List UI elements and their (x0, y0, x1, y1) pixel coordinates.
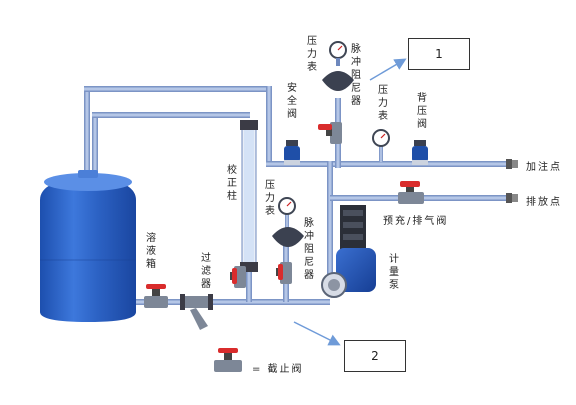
ball-valve-damper-low (276, 262, 292, 284)
label-calibration-column: 校正柱 (227, 165, 237, 202)
metering-pump (321, 205, 376, 298)
legend-valve-icon (214, 348, 242, 372)
label-drain-point: 排放点 (526, 197, 562, 208)
label-prime-vent-valve: 预充/排气阀 (383, 216, 449, 227)
solution-tank (40, 170, 136, 322)
y-filter (180, 294, 213, 330)
label-injection-point: 加注点 (526, 162, 562, 173)
label-back-pressure-valve: 背压阀 (417, 93, 427, 130)
label-tank: 溶液箱 (146, 233, 156, 270)
calibration-column (240, 120, 258, 302)
label-gauge-mid: 压力表 (378, 85, 388, 122)
safety-valve (284, 140, 300, 165)
pulse-damper-low (272, 227, 304, 247)
drain-nozzle (506, 193, 518, 203)
injection-nozzle (506, 159, 518, 169)
label-damper-low: 脉冲阻尼器 (304, 218, 314, 281)
callout-box-two: 2 (344, 340, 406, 372)
callout-arrow-two (293, 321, 341, 346)
label-safety-valve: 安全阀 (287, 83, 297, 120)
ball-valve-tank-outlet (144, 284, 168, 308)
pressure-gauge-top (329, 41, 347, 66)
label-gauge-top: 压力表 (307, 36, 317, 73)
back-pressure-valve (412, 140, 428, 165)
pressure-gauge-low (278, 197, 296, 215)
ball-valve-drain (398, 181, 424, 204)
callout-arrow-one (369, 58, 407, 81)
pressure-gauge-mid (372, 129, 390, 147)
ball-valve-damper-top (318, 122, 342, 144)
legend-text: = 截止阀 (252, 364, 304, 375)
label-damper-top: 脉冲阻尼器 (351, 44, 361, 107)
label-gauge-low: 压力表 (265, 180, 275, 217)
callout-box-one: 1 (408, 38, 470, 70)
label-filter: 过滤器 (201, 253, 211, 290)
ball-valve-calibration (230, 266, 246, 288)
label-metering-pump: 计量泵 (389, 254, 399, 291)
